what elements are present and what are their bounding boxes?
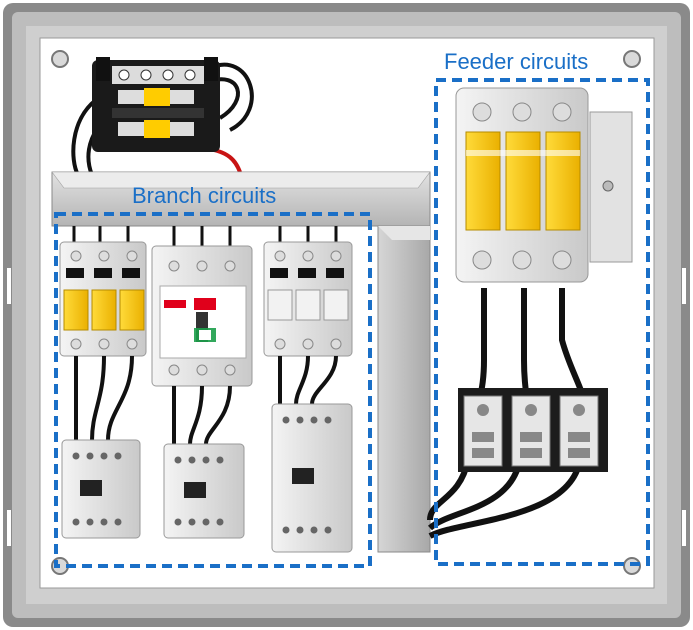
branch-1-contactor xyxy=(61,439,141,539)
branch-1-fuse-1 xyxy=(63,289,89,331)
screw-top-right xyxy=(623,50,641,68)
distribution-blocks xyxy=(458,388,608,472)
feeder-circuits-label: Feeder circuits xyxy=(444,49,589,74)
feeder-fuse-2 xyxy=(505,131,541,231)
branch-3-contactor xyxy=(271,403,353,553)
branch-2-contactor xyxy=(163,443,245,539)
branch-3-fuse-holder xyxy=(263,241,353,357)
screw-top-left xyxy=(51,50,69,68)
branch-1-fuse-2 xyxy=(91,289,117,331)
branch-2-circuit-breaker xyxy=(151,245,253,387)
branch-load-wires xyxy=(74,355,338,445)
control-transformer-fuse-block xyxy=(92,57,220,152)
branch-1-fuse-holder xyxy=(59,241,147,357)
feeder-fuse-1 xyxy=(465,131,501,231)
branch-supply-wires xyxy=(72,226,338,246)
feeder-fuse-3 xyxy=(545,131,581,231)
breaker-red-indicator xyxy=(164,300,186,308)
branch-circuits-label: Branch circuits xyxy=(132,183,277,208)
branch-circuits-outline xyxy=(54,212,372,568)
branch-1-fuse-3 xyxy=(119,289,145,331)
feeder-circuits-outline xyxy=(434,78,650,566)
feeder-fuse-holder xyxy=(455,87,633,283)
